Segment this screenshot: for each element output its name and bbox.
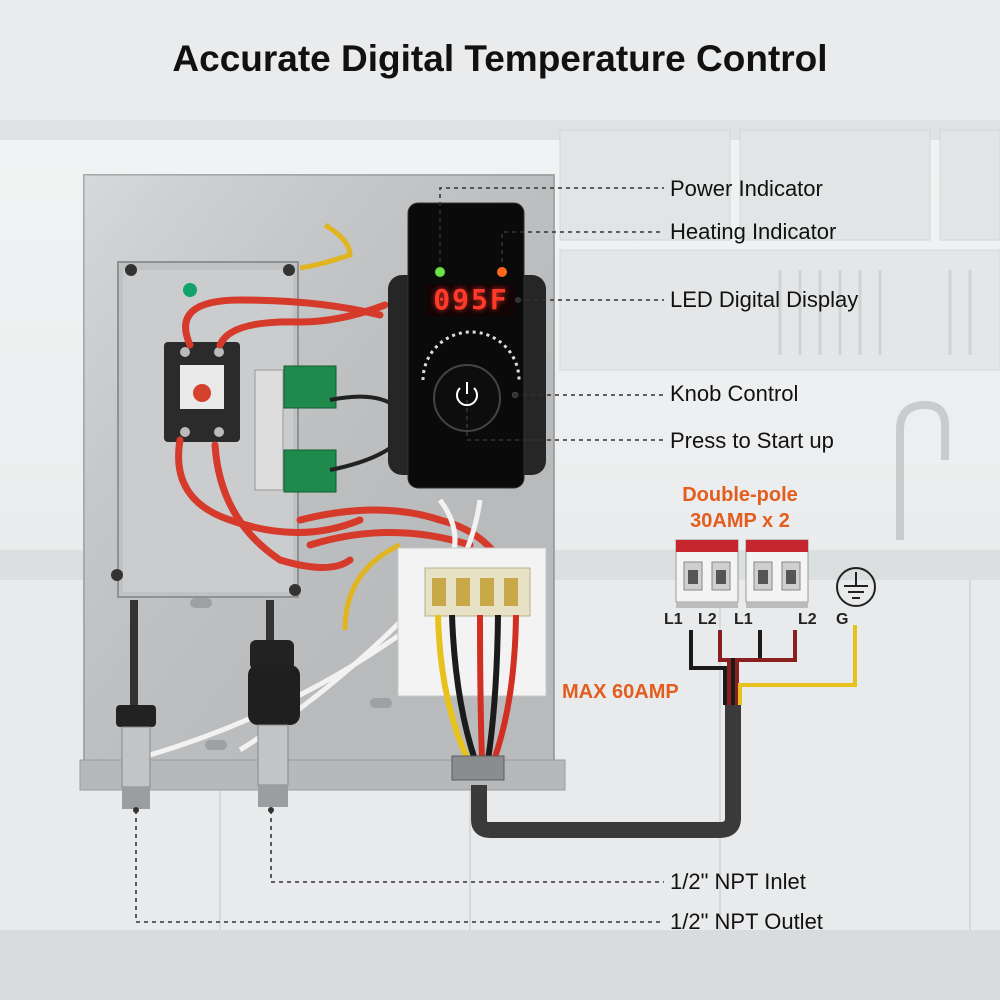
callout-press-start: Press to Start up <box>670 428 834 453</box>
terminal-label: L2 <box>698 611 717 628</box>
breaker-2 <box>745 539 809 608</box>
max-amp-label: MAX 60AMP <box>562 681 679 703</box>
terminal-label: L1 <box>664 611 683 628</box>
ground-icon <box>836 567 876 607</box>
power-cable <box>471 705 741 838</box>
power-indicator-led <box>435 267 445 277</box>
callout-power-indicator: Power Indicator <box>670 176 823 201</box>
led-display-reading: 095F <box>433 283 509 316</box>
callout-outlet: 1/2" NPT Outlet <box>670 909 823 934</box>
callout-lines <box>135 187 664 923</box>
terminal-label: G <box>836 611 849 628</box>
terminal-label: L1 <box>734 611 753 628</box>
callout-knob-control: Knob Control <box>670 381 799 406</box>
power-icon <box>456 382 478 407</box>
callout-led-display: LED Digital Display <box>670 287 859 312</box>
breaker-label-line1: Double-pole <box>682 484 798 506</box>
callout-heating-indicator: Heating Indicator <box>670 219 837 244</box>
control-panel <box>388 202 546 489</box>
heater-unit <box>79 174 566 809</box>
terminal-label: L2 <box>798 611 817 628</box>
breaker-1 <box>675 539 739 608</box>
page-title: Accurate Digital Temperature Control <box>172 38 828 79</box>
callout-inlet: 1/2" NPT Inlet <box>670 869 806 894</box>
heating-indicator-led <box>497 267 507 277</box>
knob[interactable] <box>433 364 501 432</box>
breaker-label-line2: 30AMP x 2 <box>690 510 790 532</box>
